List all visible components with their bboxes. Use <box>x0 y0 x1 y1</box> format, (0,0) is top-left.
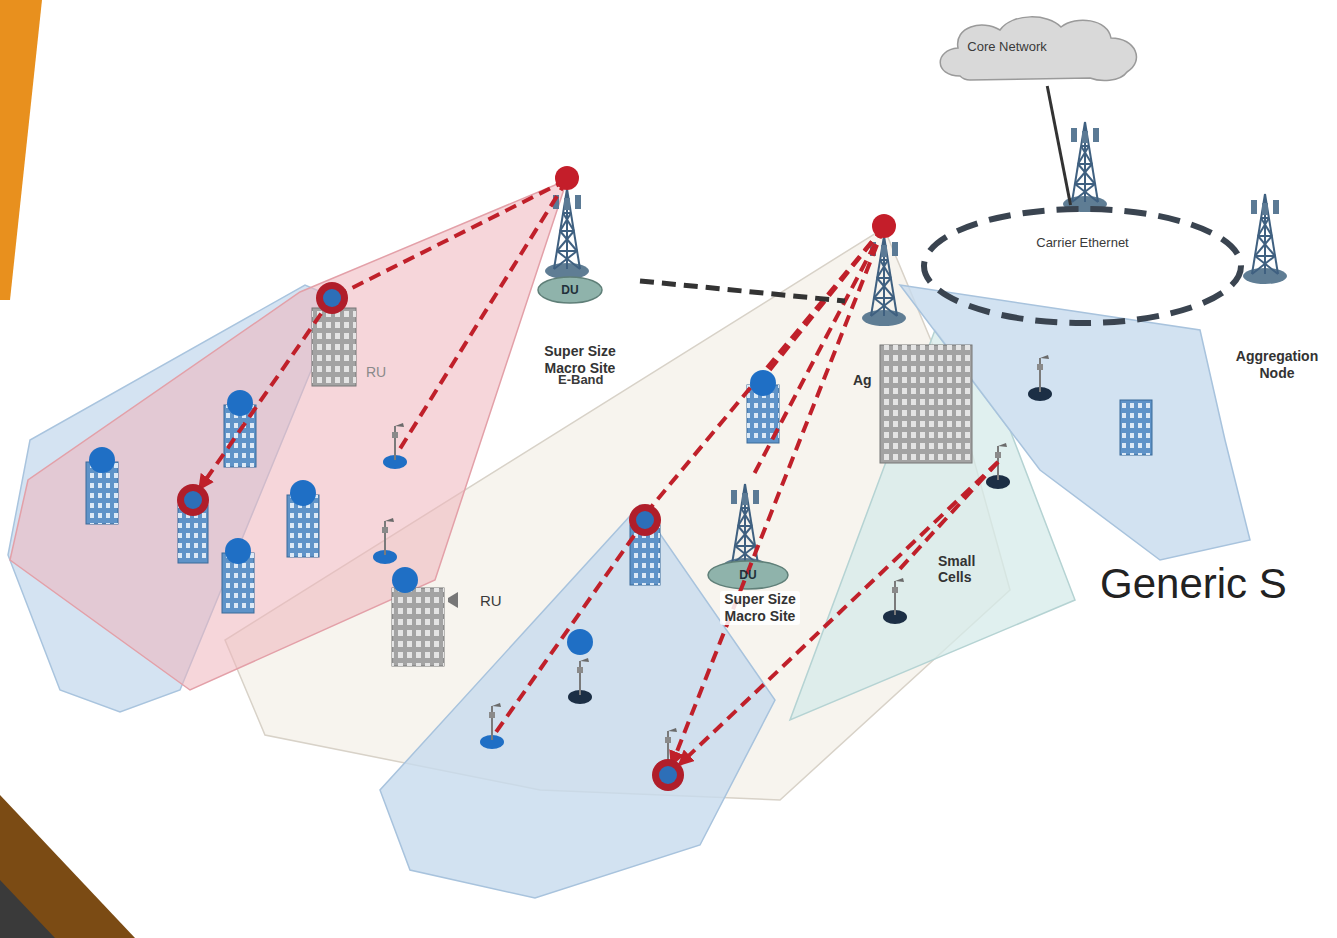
grey-building <box>392 588 458 666</box>
ru-label: RU <box>480 592 510 610</box>
eband-link <box>200 298 332 488</box>
building-body <box>880 345 972 463</box>
aggregation-site: Ag <box>845 215 925 395</box>
eband-link <box>672 227 884 764</box>
ru-antenna <box>448 592 458 608</box>
eband-link <box>752 227 884 478</box>
building-body <box>392 588 444 666</box>
hub-ru-dot <box>629 504 661 536</box>
ru-dot <box>225 538 251 564</box>
core-network-cloud: Core Network <box>930 12 1150 86</box>
small-cell-pole <box>986 443 1010 489</box>
macro-site: DU Super Size Macro Site <box>700 440 820 640</box>
small-cell-pole <box>883 578 907 624</box>
du-label: DU <box>734 568 762 582</box>
carrier-ethernet-ring: Carrier Ethernet <box>920 205 1245 327</box>
site-label: Ag <box>853 372 883 389</box>
aggregation-tower <box>1243 194 1287 284</box>
eband-link <box>647 227 884 512</box>
aggregation-tower <box>862 236 906 326</box>
cloud-shape <box>940 17 1136 81</box>
ru-dot <box>567 629 593 655</box>
backhaul-link <box>1047 86 1070 205</box>
hub-ru-dot <box>323 289 341 307</box>
eband-links <box>200 180 998 764</box>
macro-site: DU Super Size Macro Site <box>520 165 640 385</box>
hub-ru-dot <box>184 491 202 509</box>
coverage-sector <box>10 180 567 690</box>
ru-dot <box>89 447 115 473</box>
building-windows <box>1120 400 1152 455</box>
aggregation-node: Aggregation Node <box>1222 180 1334 395</box>
area-label: Small Cells <box>938 553 1002 587</box>
grey-building <box>880 345 972 463</box>
small-cell-pole <box>373 518 397 564</box>
building-body <box>1120 400 1152 455</box>
small-cell-pole <box>1028 355 1052 401</box>
hub-dot <box>555 166 579 190</box>
du-unit <box>708 561 788 589</box>
ru-dots <box>89 282 776 791</box>
building-windows <box>392 588 444 666</box>
cloud-label: Core Network <box>942 39 1072 55</box>
band-label: E-Band <box>558 372 618 388</box>
eband-link <box>494 520 645 735</box>
eband-link <box>680 462 998 764</box>
hub-ru-dot <box>636 511 654 529</box>
ru-dot <box>290 480 316 506</box>
site-label: Aggregation Node <box>1222 348 1332 382</box>
site-label: Super Size Macro Site <box>525 343 635 377</box>
ru-dot <box>750 370 776 396</box>
du-unit <box>538 277 602 303</box>
ring-shape <box>924 209 1241 323</box>
small-cell-pole <box>568 658 592 704</box>
ru-dot <box>227 390 253 416</box>
ring-label: Carrier Ethernet <box>980 235 1185 251</box>
slide-accent <box>0 795 135 938</box>
slide-title: Generic S <box>1100 560 1330 608</box>
hub-ru-dot <box>316 282 348 314</box>
backhaul-link <box>640 281 845 301</box>
hub-ru-dot <box>177 484 209 516</box>
blue-building <box>86 385 1152 613</box>
eband-link <box>398 180 567 452</box>
ring-outline <box>920 205 1245 327</box>
hub-ru-dot <box>659 766 677 784</box>
ru-label: RU <box>366 364 396 381</box>
du-label: DU <box>556 283 584 297</box>
hub-dot <box>872 214 896 238</box>
hub-ru-dot <box>652 759 684 791</box>
site-label: Super Size Macro Site <box>720 591 800 625</box>
coverage-sector <box>380 505 775 898</box>
slide-accent <box>0 880 55 938</box>
slide-accent <box>0 0 42 300</box>
building-windows <box>880 345 972 463</box>
ru-dot <box>392 567 418 593</box>
